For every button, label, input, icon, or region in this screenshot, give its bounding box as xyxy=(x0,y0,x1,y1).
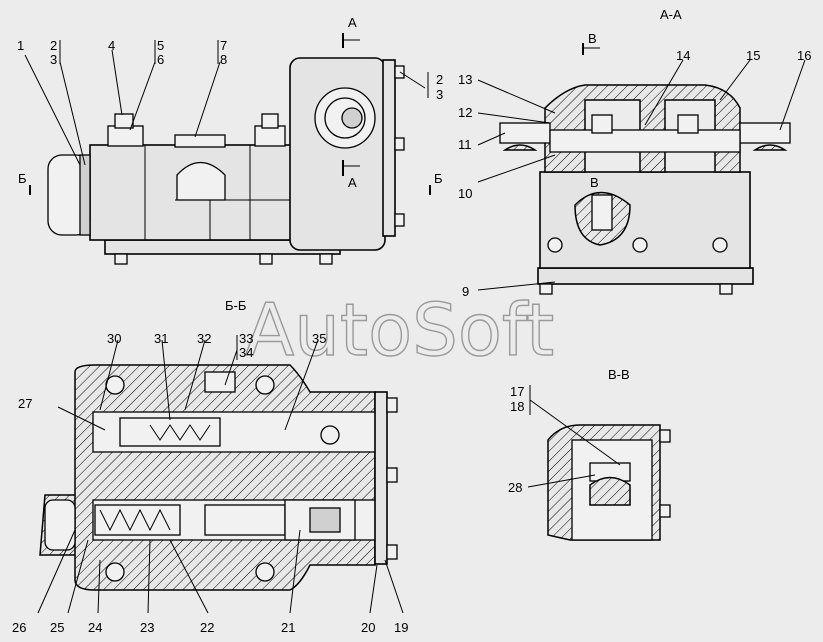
callout-3: 3 xyxy=(50,52,57,67)
callout-26: 26 xyxy=(12,620,26,635)
aa-base xyxy=(537,267,754,285)
section-aa-title: А-А xyxy=(660,7,682,22)
bb-spring-area xyxy=(94,504,181,536)
callout-17: 17 xyxy=(510,384,524,399)
cut-b-left-label: Б xyxy=(18,171,27,186)
top-block-left xyxy=(107,125,144,147)
callout-11: 11 xyxy=(458,137,472,152)
cut-a-bottom-label: А xyxy=(348,175,357,190)
cut-v-mid-label: В xyxy=(590,175,599,190)
callout-8: 8 xyxy=(220,52,227,67)
bb-end-cover xyxy=(374,391,388,565)
callout-3-right: 3 xyxy=(436,87,443,102)
callout-25: 25 xyxy=(50,620,64,635)
callout-2-right: 2 xyxy=(436,72,443,87)
leader-lines xyxy=(24,40,806,614)
callout-19: 19 xyxy=(394,620,408,635)
top-bolt-left xyxy=(114,113,134,129)
end-cover xyxy=(382,59,396,237)
bb-hatched-housing xyxy=(39,364,376,591)
callout-10: 10 xyxy=(458,186,472,201)
callout-5: 5 xyxy=(157,38,164,53)
top-block-right xyxy=(254,125,286,147)
callout-6: 6 xyxy=(157,52,164,67)
callout-32: 32 xyxy=(197,331,211,346)
bb-upper-piston xyxy=(119,417,221,447)
callout-1: 1 xyxy=(17,38,24,53)
top-plug xyxy=(174,134,226,148)
section-vv-title: В-В xyxy=(608,367,630,382)
section-bb-title: Б-Б xyxy=(225,298,246,313)
aa-shaft xyxy=(549,129,741,153)
watermark: AutoSoft xyxy=(245,288,554,372)
aa-body xyxy=(539,171,751,269)
section-aa-view xyxy=(499,43,791,295)
callout-24: 24 xyxy=(88,620,102,635)
callout-30: 30 xyxy=(107,331,121,346)
callout-31: 31 xyxy=(154,331,168,346)
cut-v-top-label: В xyxy=(588,31,597,46)
callout-33: 33 xyxy=(239,331,253,346)
right-housing xyxy=(289,57,386,251)
callout-9: 9 xyxy=(462,284,469,299)
callout-34: 34 xyxy=(239,345,253,360)
callout-20: 20 xyxy=(361,620,375,635)
cut-a-top-label: А xyxy=(348,15,357,30)
cap-flange xyxy=(79,154,91,236)
callout-2: 2 xyxy=(50,38,57,53)
callout-21: 21 xyxy=(281,620,295,635)
callout-23: 23 xyxy=(140,620,154,635)
callout-28: 28 xyxy=(508,480,522,495)
callout-18: 18 xyxy=(510,399,524,414)
callout-16: 16 xyxy=(797,48,811,63)
section-vv-view xyxy=(547,424,671,541)
window-cutout xyxy=(176,161,226,201)
callout-4: 4 xyxy=(108,38,115,53)
side-view xyxy=(29,33,431,265)
section-bb-view xyxy=(39,364,398,591)
callout-35: 35 xyxy=(312,331,326,346)
aa-shaft-left xyxy=(499,122,551,144)
aa-shaft-right xyxy=(739,122,791,144)
callout-22: 22 xyxy=(200,620,214,635)
top-bolt-right xyxy=(261,113,279,129)
callout-15: 15 xyxy=(746,48,760,63)
callout-12: 12 xyxy=(458,105,472,120)
callout-labels: 1 2 3 4 5 6 7 8 2 3 9 10 11 12 13 14 15 … xyxy=(12,38,811,635)
aa-hatched-housing xyxy=(544,84,741,173)
callout-14: 14 xyxy=(676,48,690,63)
callout-13: 13 xyxy=(458,72,472,87)
cut-b-right-label: Б xyxy=(434,171,443,186)
callout-27: 27 xyxy=(18,396,32,411)
callout-7: 7 xyxy=(220,38,227,53)
